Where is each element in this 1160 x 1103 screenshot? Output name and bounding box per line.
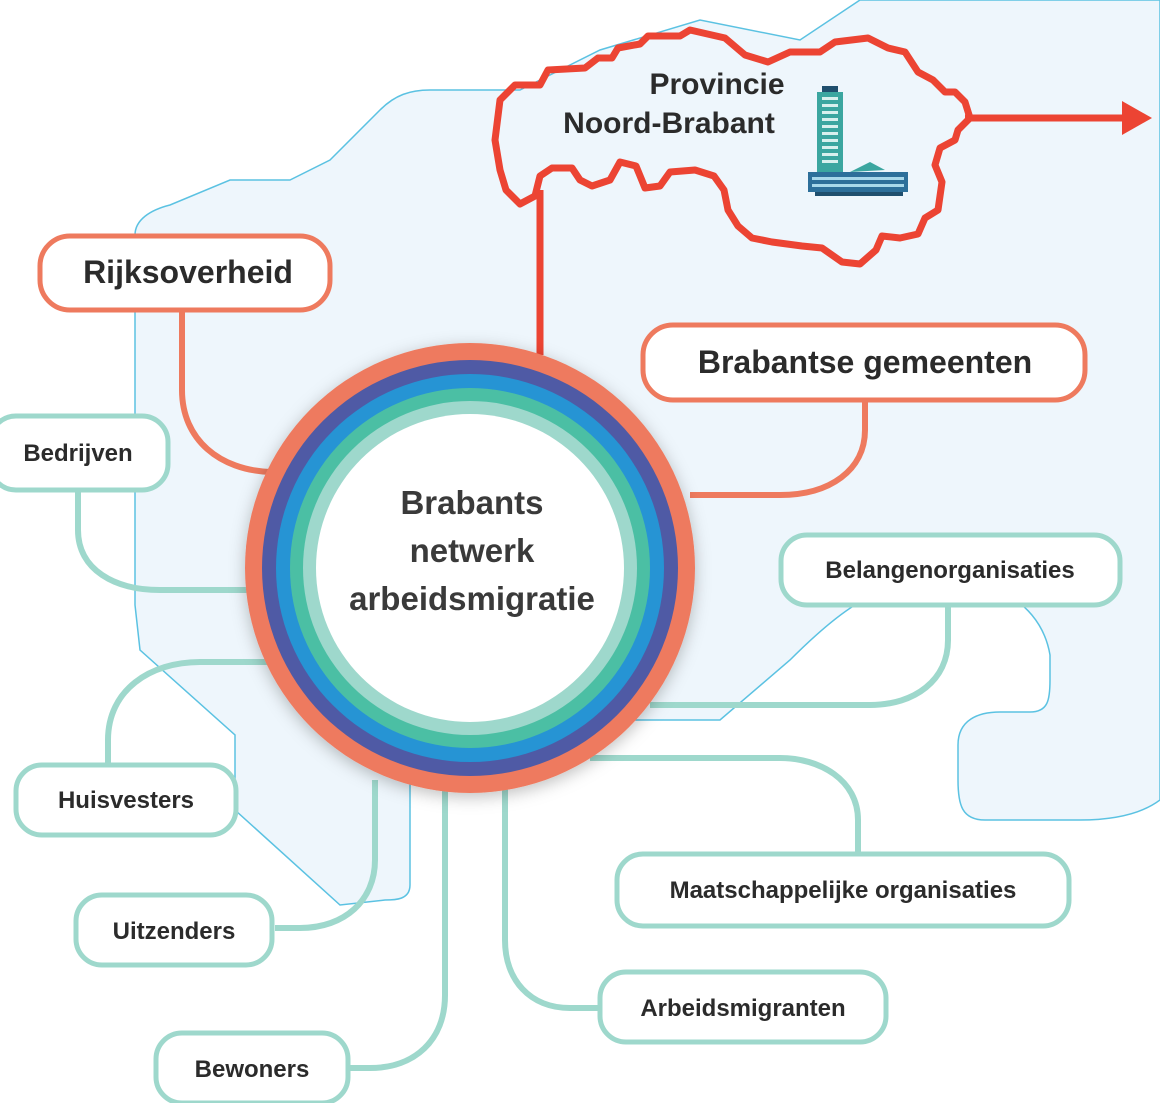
center-label-line2: netwerk (410, 532, 535, 569)
node-belangenorganisaties-label: Belangenorganisaties (825, 557, 1074, 584)
center-label-line3: arbeidsmigratie (349, 580, 595, 617)
connector-maatschappelijk (590, 755, 861, 852)
connector-bewoners (350, 780, 448, 1071)
node-rijksoverheid[interactable]: Rijksoverheid (37, 233, 333, 313)
node-bewoners-label: Bewoners (195, 1056, 310, 1083)
node-bedrijven[interactable]: Bedrijven (0, 413, 171, 493)
province-arrow-head (1122, 101, 1152, 135)
connector-gemeenten (690, 400, 868, 498)
provincial-building-icon (808, 86, 908, 196)
node-arbeidsmigranten-label: Arbeidsmigranten (640, 995, 845, 1022)
node-bedrijven-label: Bedrijven (23, 440, 132, 467)
node-belangenorganisaties[interactable]: Belangenorganisaties (778, 532, 1123, 608)
center-label-line1: Brabants (400, 484, 543, 521)
connector-rijksoverheid (179, 312, 271, 475)
node-maatschappelijke-organisaties[interactable]: Maatschappelijke organisaties (614, 851, 1072, 929)
node-bewoners[interactable]: Bewoners (153, 1030, 351, 1103)
node-brabantse-gemeenten-label: Brabantse gemeenten (698, 344, 1032, 380)
node-uitzenders[interactable]: Uitzenders (73, 892, 275, 968)
connector-belangen (650, 605, 951, 708)
province-label-line1: Provincie (649, 68, 784, 101)
connector-arbeidsmigranten (502, 780, 598, 1011)
connector-huisvesters (105, 659, 270, 765)
node-brabantse-gemeenten[interactable]: Brabantse gemeenten (640, 322, 1088, 403)
connector-uitzenders (275, 780, 378, 931)
node-maatschappelijke-organisaties-label: Maatschappelijke organisaties (670, 877, 1017, 904)
node-huisvesters[interactable]: Huisvesters (13, 762, 239, 838)
node-rijksoverheid-label: Rijksoverheid (83, 254, 293, 290)
node-huisvesters-label: Huisvesters (58, 787, 194, 814)
central-rings (245, 343, 695, 793)
province-label-line2: Noord-Brabant (563, 107, 775, 140)
node-uitzenders-label: Uitzenders (113, 918, 236, 945)
connector-bedrijven (75, 490, 255, 593)
province-outline (491, 26, 974, 268)
node-arbeidsmigranten[interactable]: Arbeidsmigranten (597, 969, 889, 1045)
